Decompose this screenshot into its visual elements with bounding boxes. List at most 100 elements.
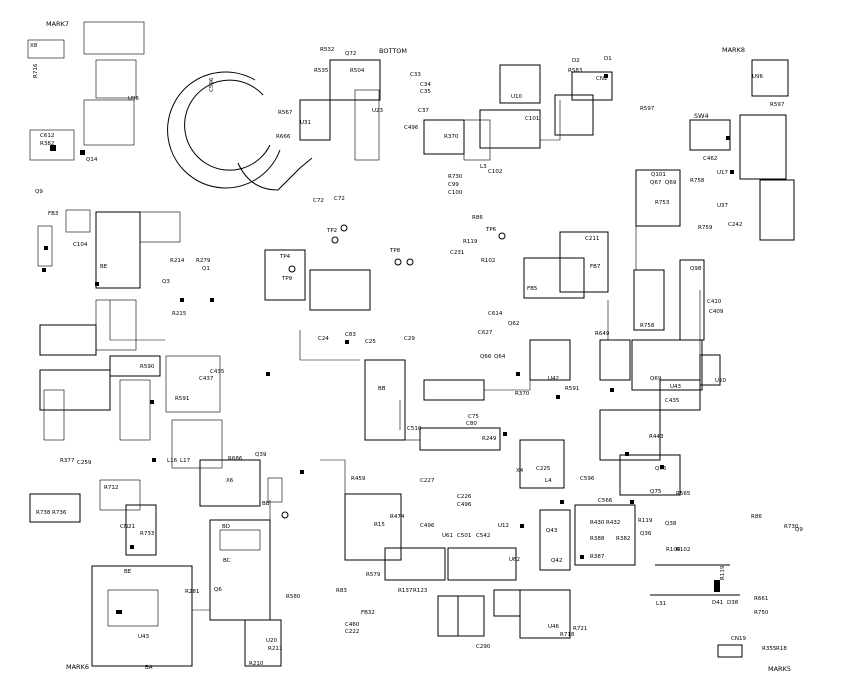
part-label: Q64 bbox=[494, 354, 506, 360]
part-label: U37 bbox=[717, 203, 729, 209]
part-label: R123 bbox=[413, 588, 428, 594]
part-label: R119 bbox=[463, 239, 478, 245]
part-label: R716 bbox=[33, 63, 39, 78]
part-label: TP9 bbox=[281, 276, 293, 282]
part-label: C72 bbox=[313, 198, 324, 204]
part-label: C510 bbox=[407, 426, 422, 432]
part-label: C225 bbox=[536, 466, 551, 472]
part-label: L4 bbox=[545, 478, 552, 484]
part-label: BE bbox=[100, 264, 108, 270]
part-label: BB bbox=[262, 501, 270, 507]
part-label: U96 bbox=[752, 74, 764, 80]
part-label: R591 bbox=[175, 396, 189, 402]
part-label: R370 bbox=[515, 391, 530, 397]
part-label: Q38 bbox=[665, 521, 677, 527]
part-label: R661 bbox=[754, 596, 768, 602]
part-label: C596 bbox=[580, 476, 595, 482]
part-label: C410 bbox=[707, 299, 722, 305]
part-label: Q9 bbox=[35, 189, 43, 195]
part-label: X6 bbox=[226, 478, 234, 484]
part-label: R281 bbox=[185, 589, 199, 595]
top-left-component-cluster: X8 U96 C612 R382 R716 Q14 bbox=[27, 21, 145, 163]
part-label: R583 bbox=[568, 68, 583, 74]
part-label: R738 bbox=[36, 510, 51, 516]
part-label: C227 bbox=[420, 478, 435, 484]
part-label: C222 bbox=[345, 629, 359, 635]
part-label: TP6 bbox=[485, 227, 497, 233]
part-label: L17 bbox=[180, 458, 191, 464]
part-label: FB7 bbox=[590, 264, 601, 270]
part-label: X8 bbox=[30, 43, 38, 49]
part-label: L16 bbox=[167, 458, 178, 464]
part-label: CN2 bbox=[596, 76, 607, 82]
center-ic-cluster: TP4 TP2 TP9 TP8 TP6 U23 U31 C72 BB R532 … bbox=[264, 47, 497, 441]
part-label: C496 bbox=[404, 125, 419, 131]
part-label: C496 bbox=[457, 502, 472, 508]
part-label: CN21 bbox=[120, 524, 135, 530]
part-label: R388 bbox=[590, 536, 605, 542]
part-label: R382 bbox=[616, 536, 630, 542]
part-label: C29 bbox=[404, 336, 415, 342]
part-label: Q72 bbox=[345, 51, 356, 57]
part-label: R758 bbox=[690, 178, 705, 184]
part-label: R432 bbox=[606, 520, 620, 526]
part-label: C25 bbox=[365, 339, 376, 345]
part-label: Q75 bbox=[650, 489, 662, 495]
part-label: Q36 bbox=[640, 531, 652, 537]
part-label: R750 bbox=[754, 610, 769, 616]
part-label: R459 bbox=[351, 476, 366, 482]
part-label: C37 bbox=[418, 108, 429, 114]
center-bottom-large-ics: R459 R474 R15 R579 R137 R123 R83 R580 FB… bbox=[286, 476, 521, 650]
part-label: R730 bbox=[448, 174, 463, 180]
part-label: C101 bbox=[525, 116, 539, 122]
part-label: U17 bbox=[717, 170, 729, 176]
part-label: TP2 bbox=[326, 228, 337, 234]
part-label: C242 bbox=[728, 222, 742, 228]
part-label: C496 bbox=[420, 523, 435, 529]
part-label: U20 bbox=[266, 638, 278, 644]
part-label: Q101 bbox=[651, 172, 666, 178]
part-label: R430 bbox=[590, 520, 605, 526]
part-label: U23 bbox=[372, 108, 384, 114]
part-label: C34 bbox=[420, 82, 431, 88]
part-label: R377 bbox=[60, 458, 75, 464]
part-label: C566 bbox=[598, 498, 613, 504]
part-label: R83 bbox=[336, 588, 347, 594]
part-label: FB5 bbox=[527, 286, 538, 292]
mark5-label: MARK5 bbox=[768, 665, 791, 673]
part-label: R759 bbox=[698, 225, 713, 231]
part-label: U61 bbox=[442, 533, 453, 539]
part-label: R102 bbox=[481, 258, 495, 264]
part-label: BA bbox=[145, 665, 153, 671]
part-label: C542 bbox=[476, 533, 490, 539]
part-label: C612 bbox=[40, 133, 54, 139]
part-label: R18 bbox=[776, 646, 787, 652]
svg-text:C596: C596 bbox=[209, 77, 215, 92]
part-label: C24 bbox=[318, 336, 329, 342]
part-label: C259 bbox=[77, 460, 92, 466]
part-label: R387 bbox=[590, 554, 605, 560]
part-label: C627 bbox=[478, 330, 493, 336]
part-label: C231 bbox=[450, 250, 464, 256]
part-label: R474 bbox=[390, 514, 405, 520]
part-label: R370 bbox=[444, 134, 459, 140]
part-label: U42 bbox=[548, 376, 559, 382]
part-label: Q42 bbox=[551, 558, 562, 564]
part-label: R100 bbox=[666, 547, 681, 553]
part-label: R137 bbox=[398, 588, 413, 594]
part-label: U31 bbox=[300, 120, 311, 126]
part-label: R590 bbox=[140, 364, 155, 370]
part-label: Q69 bbox=[665, 180, 677, 186]
part-label: R712 bbox=[104, 485, 118, 491]
part-label: C75 bbox=[468, 414, 479, 420]
part-label: BE bbox=[124, 569, 132, 575]
part-label: Q9 bbox=[795, 527, 803, 533]
part-label: FB32 bbox=[361, 610, 375, 616]
part-label: D2 bbox=[572, 58, 580, 64]
part-label: Q98 bbox=[690, 266, 702, 272]
part-label: Q62 bbox=[508, 321, 519, 327]
part-label: TP8 bbox=[389, 248, 401, 254]
right-side-column: Q101 Q67 Q69 R753 R758 Q98 U96 R597 U17 … bbox=[633, 59, 803, 658]
part-label: R504 bbox=[350, 68, 365, 74]
part-label: FB3 bbox=[48, 211, 59, 217]
